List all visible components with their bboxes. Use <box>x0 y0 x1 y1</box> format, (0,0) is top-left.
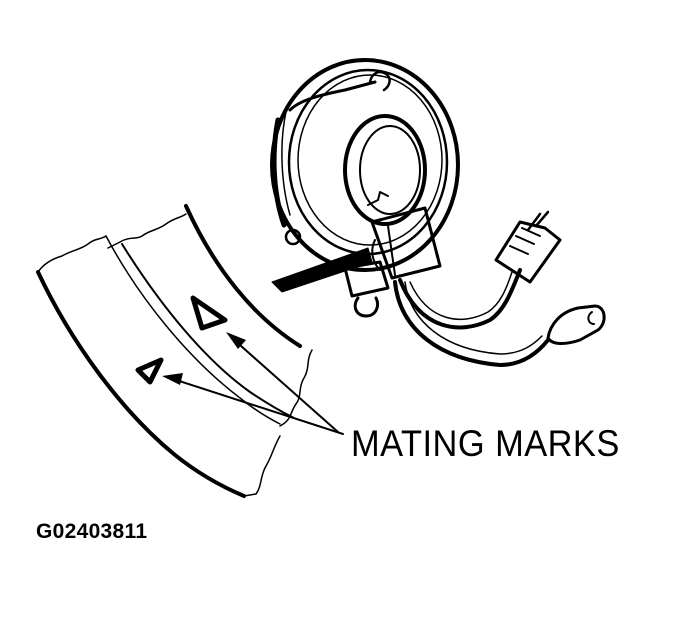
mating-marks-callout: MATING MARKS <box>351 423 620 464</box>
steering-column-section <box>36 204 313 498</box>
figure-id: G02403811 <box>36 520 148 543</box>
connector-block <box>343 206 442 318</box>
leader-arrows <box>169 337 344 435</box>
center-bore <box>343 114 427 226</box>
round-connector <box>546 304 606 345</box>
multi-pin-connector <box>494 210 562 284</box>
mating-mark-triangle-small <box>135 357 164 385</box>
mating-mark-triangle-large <box>190 295 228 331</box>
pointer-wedge <box>271 247 373 293</box>
wire-harness <box>393 268 550 367</box>
clock-spring-housing <box>270 58 460 272</box>
